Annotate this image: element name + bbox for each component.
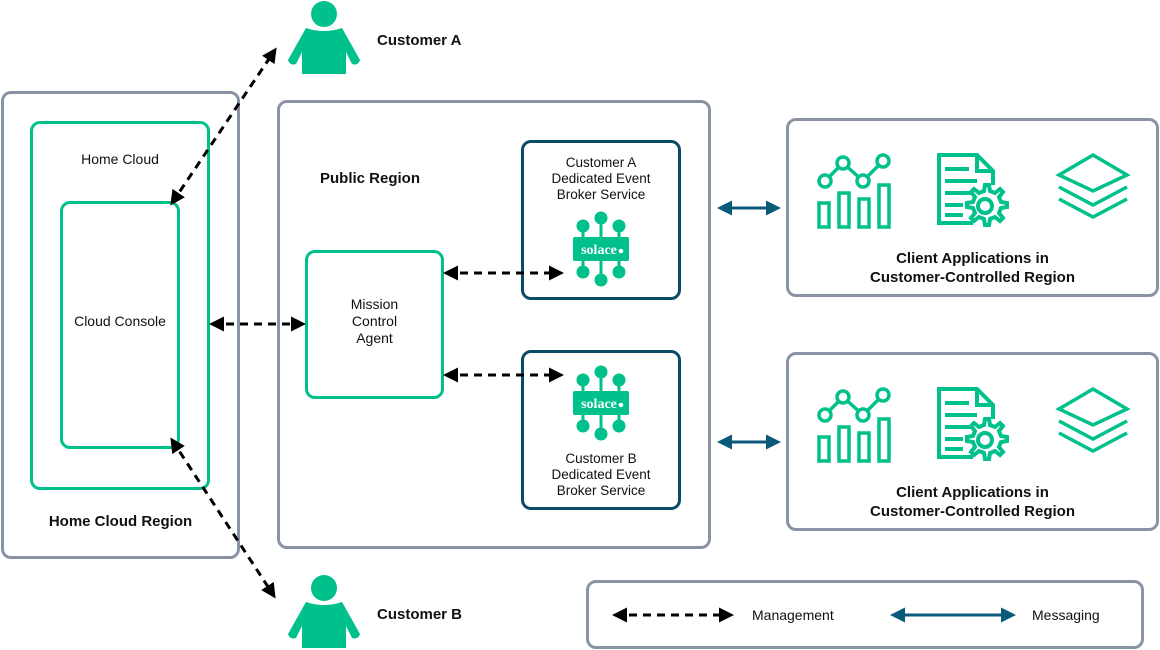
mission-control-agent-label: Mission Control Agent xyxy=(308,296,441,347)
client-region-bottom-label: Client Applications in Customer-Controll… xyxy=(789,483,1156,521)
broker-service-customer-b[interactable]: solace Customer B Dedicated Event Broker… xyxy=(521,350,681,510)
broker-service-customer-a[interactable]: Customer A Dedicated Event Broker Servic… xyxy=(521,140,681,300)
broker-b-line-2: Dedicated Event xyxy=(551,467,651,482)
public-region-label: Public Region xyxy=(320,170,421,187)
mca-line-1: Mission xyxy=(350,296,399,312)
document-gear-icon xyxy=(937,153,1009,227)
person-icon xyxy=(288,575,360,648)
mca-line-2: Control xyxy=(351,313,398,329)
mca-line-3: Agent xyxy=(356,330,393,346)
broker-b-line-3: Broker Service xyxy=(556,483,646,498)
cloud-console-box[interactable]: Cloud Console xyxy=(60,201,180,449)
solace-logo-icon: solace xyxy=(573,365,629,441)
home-cloud-label: Home Cloud xyxy=(81,151,159,167)
broker-a-label: Customer A Dedicated Event Broker Servic… xyxy=(524,155,678,203)
solace-logo-icon: solace xyxy=(573,211,629,287)
broker-a-line-2: Dedicated Event xyxy=(551,171,651,186)
broker-b-line-1: Customer B xyxy=(565,451,637,466)
broker-a-line-3: Broker Service xyxy=(556,187,646,202)
analytics-chart-icon xyxy=(817,387,891,463)
client-bottom-line-2: Customer-Controlled Region xyxy=(870,503,1075,520)
svg-text:solace: solace xyxy=(581,243,617,258)
client-top-line-1: Client Applications in xyxy=(896,250,1049,267)
broker-b-label: Customer B Dedicated Event Broker Servic… xyxy=(524,451,678,499)
management-legend-arrow xyxy=(612,607,734,623)
analytics-chart-icon xyxy=(817,153,891,229)
customer-a-label: Customer A xyxy=(377,32,462,49)
client-region-top-label: Client Applications in Customer-Controll… xyxy=(789,249,1156,287)
layers-icon xyxy=(1055,386,1131,453)
legend: Management Messaging xyxy=(586,580,1144,649)
customer-b-label: Customer B xyxy=(377,606,463,623)
client-top-line-2: Customer-Controlled Region xyxy=(870,269,1075,286)
client-region-bottom: Client Applications in Customer-Controll… xyxy=(786,352,1159,531)
layers-icon xyxy=(1055,152,1131,219)
svg-text:solace: solace xyxy=(581,397,617,412)
document-gear-icon xyxy=(937,387,1009,461)
cloud-console-label: Cloud Console xyxy=(74,313,166,329)
messaging-legend-arrow xyxy=(890,607,1016,623)
person-icon xyxy=(288,1,360,74)
home-cloud-box: Home Cloud xyxy=(30,121,210,490)
home-cloud-region-label: Home Cloud Region xyxy=(48,513,193,530)
client-bottom-line-1: Client Applications in xyxy=(896,484,1049,501)
broker-a-line-1: Customer A xyxy=(565,155,637,170)
client-region-top: Client Applications in Customer-Controll… xyxy=(786,118,1159,297)
legend-management-label: Management xyxy=(752,607,834,623)
legend-messaging-label: Messaging xyxy=(1032,607,1100,623)
mission-control-agent-box[interactable]: Mission Control Agent xyxy=(305,250,444,399)
